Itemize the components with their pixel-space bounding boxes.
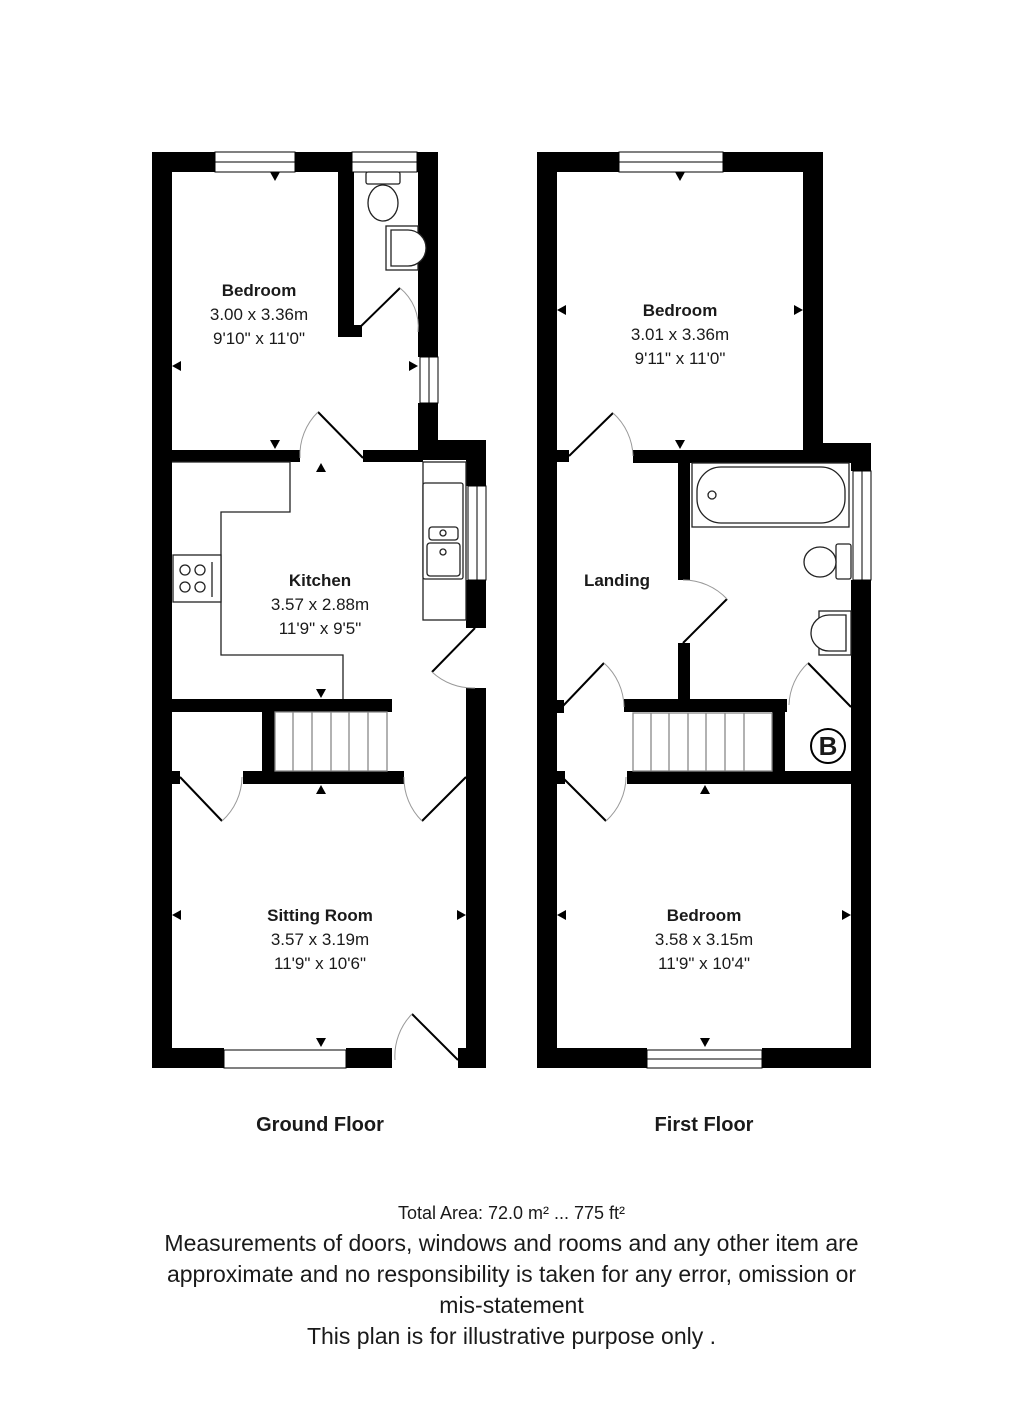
room-name: Kitchen [288, 571, 352, 590]
ground-floor-fixtures [172, 171, 467, 772]
disclaimer-line: This plan is for illustrative purpose on… [306, 1323, 717, 1349]
room-name: Sitting Room [267, 906, 373, 925]
room-name: Bedroom [642, 301, 718, 320]
ground-floor-walls [152, 152, 486, 1068]
room-label-ground-bedroom: Bedroom 3.00 x 3.36m 9'10" x 11'0" [210, 279, 308, 351]
floor-label-ground: Ground Floor [256, 1114, 384, 1136]
disclaimer-line: approximate and no responsibility is tak… [166, 1261, 857, 1287]
first-floor-windows [618, 151, 872, 1069]
first-floor-dimension-arrows [557, 172, 851, 1047]
room-dimensions-metric: 3.57 x 3.19m [270, 930, 370, 949]
room-dimensions-imperial: 11'9" x 10'6" [274, 954, 366, 973]
room-dimensions-imperial: 11'9" x 9'5" [278, 619, 362, 638]
room-name: Bedroom [666, 906, 742, 925]
room-dimensions-metric: 3.00 x 3.36m [209, 305, 309, 324]
room-name: Bedroom [221, 281, 297, 300]
boiler-badge-icon: B [810, 728, 846, 764]
first-floor-walls [537, 152, 871, 1068]
room-dimensions-imperial: 9'11" x 11'0" [634, 349, 726, 368]
room-label-sitting-room: Sitting Room 3.57 x 3.19m 11'9" x 10'6" [267, 904, 373, 976]
ground-floor-doors [179, 287, 476, 1061]
first-floor-doors [561, 412, 852, 822]
room-name: Landing [583, 571, 651, 590]
ground-floor-windows [214, 151, 487, 1069]
room-dimensions-imperial: 11'9" x 10'4" [658, 954, 750, 973]
room-label-kitchen: Kitchen 3.57 x 2.88m 11'9" x 9'5" [271, 569, 369, 641]
room-dimensions-imperial: 9'10" x 11'0" [213, 329, 305, 348]
disclaimer-line: mis-statement [439, 1292, 584, 1318]
room-label-first-bedroom-front: Bedroom 3.58 x 3.15m 11'9" x 10'4" [655, 904, 753, 976]
room-label-landing: Landing [584, 569, 650, 593]
first-floor-fixtures [632, 462, 852, 772]
footer: Total Area: 72.0 m² ... 775 ft² Measurem… [0, 1198, 1023, 1352]
ground-floor-dimension-arrows [172, 172, 466, 1047]
room-dimensions-metric: 3.01 x 3.36m [630, 325, 730, 344]
floor-label-first: First Floor [654, 1114, 754, 1136]
total-area: Total Area: 72.0 m² ... 775 ft² [397, 1203, 626, 1223]
room-dimensions-metric: 3.57 x 2.88m [270, 595, 370, 614]
disclaimer-line: Measurements of doors, windows and rooms… [164, 1230, 859, 1256]
room-label-first-bedroom-rear: Bedroom 3.01 x 3.36m 9'11" x 11'0" [631, 299, 729, 371]
room-dimensions-metric: 3.58 x 3.15m [654, 930, 754, 949]
